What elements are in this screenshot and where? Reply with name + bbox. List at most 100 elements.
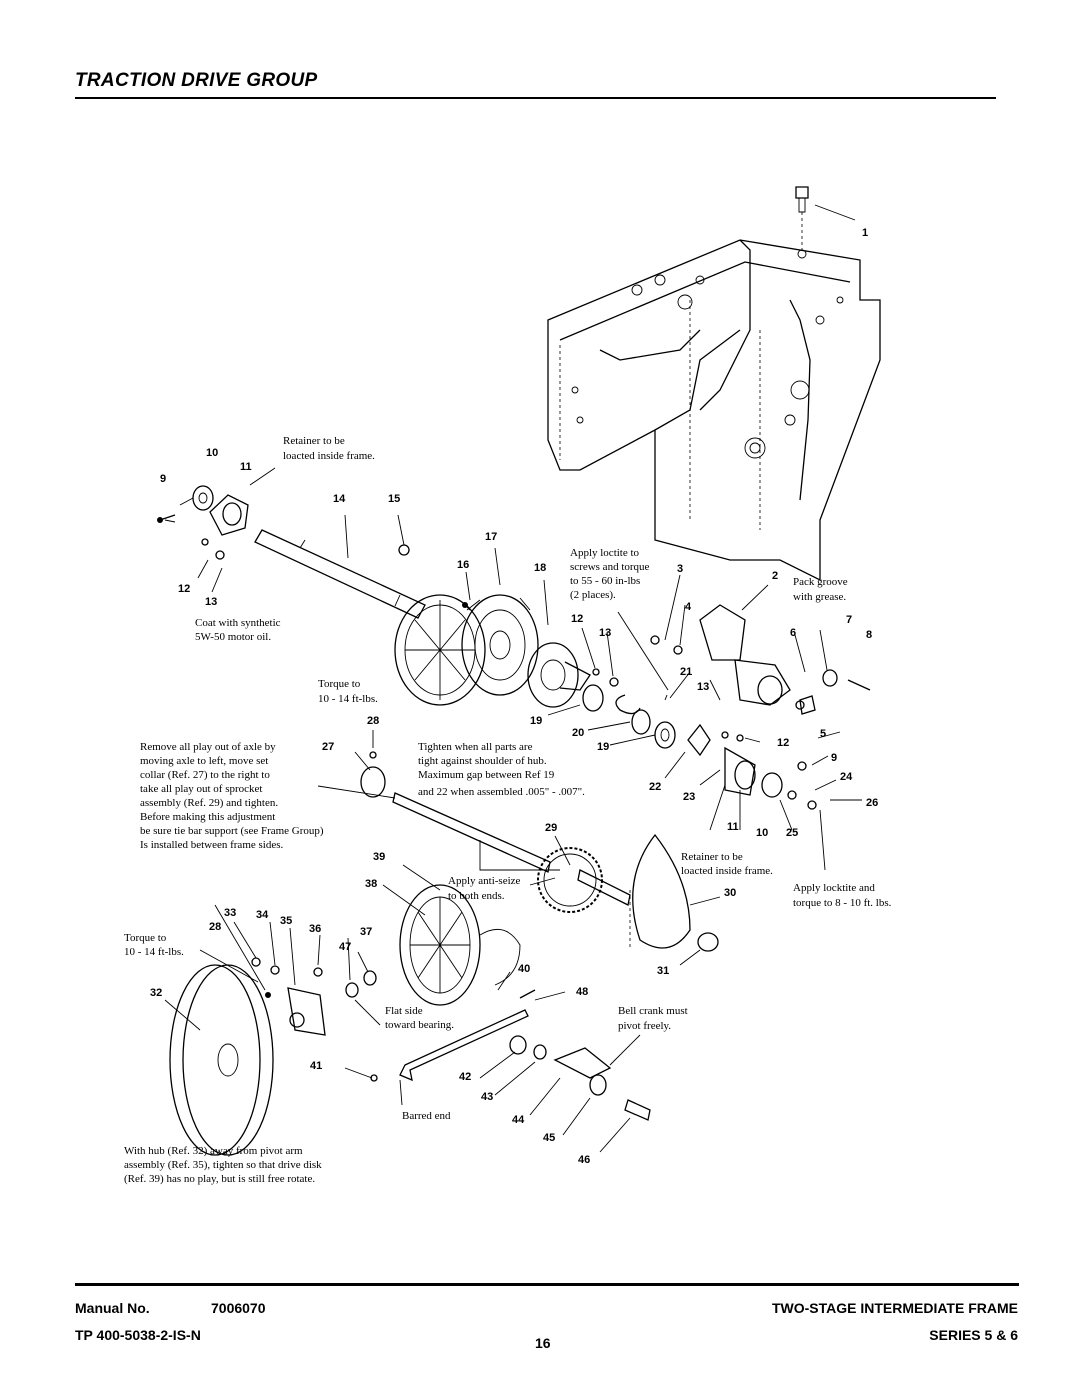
callout-5: 5 bbox=[820, 728, 826, 740]
callout-8: 8 bbox=[866, 629, 872, 641]
callout-10: 10 bbox=[206, 447, 218, 459]
page-number: 16 bbox=[535, 1335, 551, 1351]
note-hub-3: (Ref. 39) has no play, but is still free… bbox=[124, 1173, 315, 1185]
callout-36: 36 bbox=[309, 923, 321, 935]
manual-label: Manual No. bbox=[75, 1300, 150, 1316]
callout-14: 14 bbox=[333, 493, 346, 505]
callout-17: 17 bbox=[485, 531, 497, 543]
callout-31: 31 bbox=[657, 965, 669, 977]
callout-3: 3 bbox=[677, 563, 683, 575]
callout-25: 25 bbox=[786, 827, 798, 839]
note-loctite: Apply loctite to bbox=[570, 547, 640, 559]
callout-12b: 12 bbox=[571, 613, 583, 625]
note-tighten-4: and 22 when assembled .005" - .007". bbox=[418, 786, 585, 798]
note-play-6: Before making this adjustment bbox=[140, 811, 275, 823]
callout-28b: 28 bbox=[209, 921, 221, 933]
note-play-1: Remove all play out of axle by bbox=[140, 741, 276, 753]
callout-7: 7 bbox=[846, 614, 852, 626]
bell-crank-linkage bbox=[370, 989, 651, 1121]
callout-13: 13 bbox=[205, 596, 217, 608]
note-loctite-2: screws and torque bbox=[570, 561, 650, 573]
title-divider bbox=[75, 97, 996, 99]
callout-48: 48 bbox=[576, 986, 588, 998]
note-play-7: be sure tie bar support (see Frame Group… bbox=[140, 825, 324, 837]
callout-13b: 13 bbox=[697, 681, 709, 693]
assembly-notes: Retainer to be loacted inside frame. Coa… bbox=[124, 435, 892, 1185]
note-antiseize: Apply anti-seize bbox=[448, 875, 521, 887]
note-flat-2: toward bearing. bbox=[385, 1019, 454, 1031]
sprocket-assembly bbox=[360, 751, 719, 952]
series-label: SERIES 5 & 6 bbox=[929, 1327, 1018, 1343]
callout-9: 9 bbox=[831, 752, 837, 764]
note-antiseize-2: to both ends. bbox=[448, 890, 505, 902]
callout-33: 33 bbox=[224, 907, 236, 919]
callout-4: 4 bbox=[685, 601, 692, 613]
note-play-4: take all play out of sprocket bbox=[140, 783, 263, 795]
callout-30: 30 bbox=[724, 887, 736, 899]
note-loctite-4: (2 places). bbox=[570, 589, 616, 601]
note-torque-low: Torque to bbox=[124, 932, 167, 944]
note-torque-hub-2: 10 - 14 ft-lbs. bbox=[318, 693, 378, 705]
note-coat: Coat with synthetic bbox=[195, 617, 281, 629]
callout-43: 43 bbox=[481, 1091, 493, 1103]
callout-28: 28 bbox=[367, 715, 379, 727]
note-retainer-bot: Retainer to be bbox=[681, 851, 743, 863]
note-play-2: moving axle to left, move set bbox=[140, 755, 268, 767]
callout-42: 42 bbox=[459, 1071, 471, 1083]
note-barred: Barred end bbox=[402, 1110, 451, 1122]
callout-39: 39 bbox=[373, 851, 385, 863]
callout-18: 18 bbox=[534, 562, 546, 574]
callout-27: 27 bbox=[322, 741, 334, 753]
callout-46: 46 bbox=[578, 1154, 590, 1166]
note-retainer-bot-2: loacted inside frame. bbox=[681, 865, 773, 877]
note-coat-2: 5W-50 motor oil. bbox=[195, 631, 271, 643]
note-hub-2: assembly (Ref. 35), tighten so that driv… bbox=[124, 1159, 322, 1171]
callout-29: 29 bbox=[545, 822, 557, 834]
callout-44: 44 bbox=[512, 1114, 525, 1126]
callout-41: 41 bbox=[310, 1060, 322, 1072]
callout-32: 32 bbox=[150, 987, 162, 999]
section-title: TWO-STAGE INTERMEDIATE FRAME bbox=[771, 1300, 1018, 1316]
bearing-bracket bbox=[650, 604, 871, 810]
callout-9-left: 9 bbox=[160, 473, 166, 485]
note-tighten-3: Maximum gap between Ref 19 bbox=[418, 769, 555, 781]
note-pack: Pack groove bbox=[793, 576, 848, 588]
callout-12c: 12 bbox=[777, 737, 789, 749]
callout-13c: 13 bbox=[599, 627, 611, 639]
note-loctite-3: to 55 - 60 in-lbs bbox=[570, 575, 640, 587]
manual-number: 7006070 bbox=[211, 1300, 266, 1316]
note-tighten-1: Tighten when all parts are bbox=[418, 741, 533, 753]
note-play-3: collar (Ref. 27) to the right to bbox=[140, 769, 270, 781]
axle-assembly bbox=[157, 485, 676, 749]
leader-lines bbox=[164, 204, 862, 1153]
callout-15: 15 bbox=[388, 493, 400, 505]
callout-6: 6 bbox=[790, 627, 796, 639]
callout-24: 24 bbox=[840, 771, 853, 783]
note-tighten-2: tight against shoulder of hub. bbox=[418, 755, 547, 767]
tp-number: TP 400-5038-2-IS-N bbox=[75, 1327, 201, 1343]
callout-38: 38 bbox=[365, 878, 377, 890]
note-bell: Bell crank must bbox=[618, 1005, 688, 1017]
note-locktite: Apply locktite and bbox=[793, 882, 875, 894]
callout-40: 40 bbox=[518, 963, 530, 975]
note-locktite-2: torque to 8 - 10 ft. lbs. bbox=[793, 897, 892, 909]
note-retainer-top: Retainer to be bbox=[283, 435, 345, 447]
note-torque-hub: Torque to bbox=[318, 678, 361, 690]
note-retainer-top-2: loacted inside frame. bbox=[283, 450, 375, 462]
callout-21: 21 bbox=[680, 666, 692, 678]
callout-11: 11 bbox=[240, 461, 252, 473]
callout-10b: 10 bbox=[756, 827, 768, 839]
callout-1: 1 bbox=[862, 227, 868, 239]
callout-34: 34 bbox=[256, 909, 269, 921]
note-pack-2: with grease. bbox=[793, 591, 846, 603]
callout-47: 47 bbox=[339, 941, 351, 953]
callout-20: 20 bbox=[572, 727, 584, 739]
callout-23: 23 bbox=[683, 791, 695, 803]
callout-45: 45 bbox=[543, 1132, 555, 1144]
note-play-5: assembly (Ref. 29) and tighten. bbox=[140, 797, 278, 809]
callout-37: 37 bbox=[360, 926, 372, 938]
note-hub-1: With hub (Ref. 32) away from pivot arm bbox=[124, 1145, 303, 1157]
drive-disk-assembly bbox=[169, 884, 521, 1156]
callout-26: 26 bbox=[866, 797, 878, 809]
note-torque-low-2: 10 - 14 ft-lbs. bbox=[124, 946, 184, 958]
